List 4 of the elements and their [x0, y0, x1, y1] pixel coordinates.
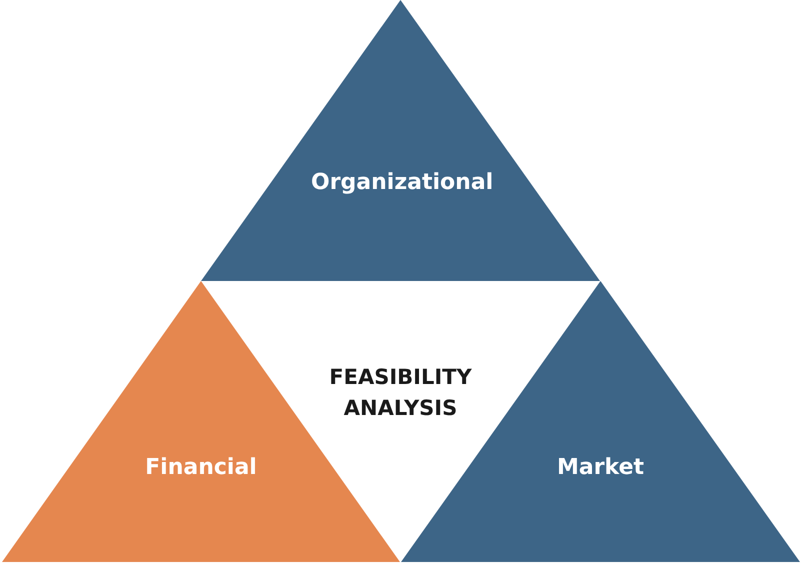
- segment-label: Financial: [144, 454, 258, 482]
- segment-label: Organizational: [310, 169, 494, 197]
- segment-label: FEASIBILITY ANALYSIS: [328, 364, 473, 422]
- segment-label: Market: [556, 454, 646, 482]
